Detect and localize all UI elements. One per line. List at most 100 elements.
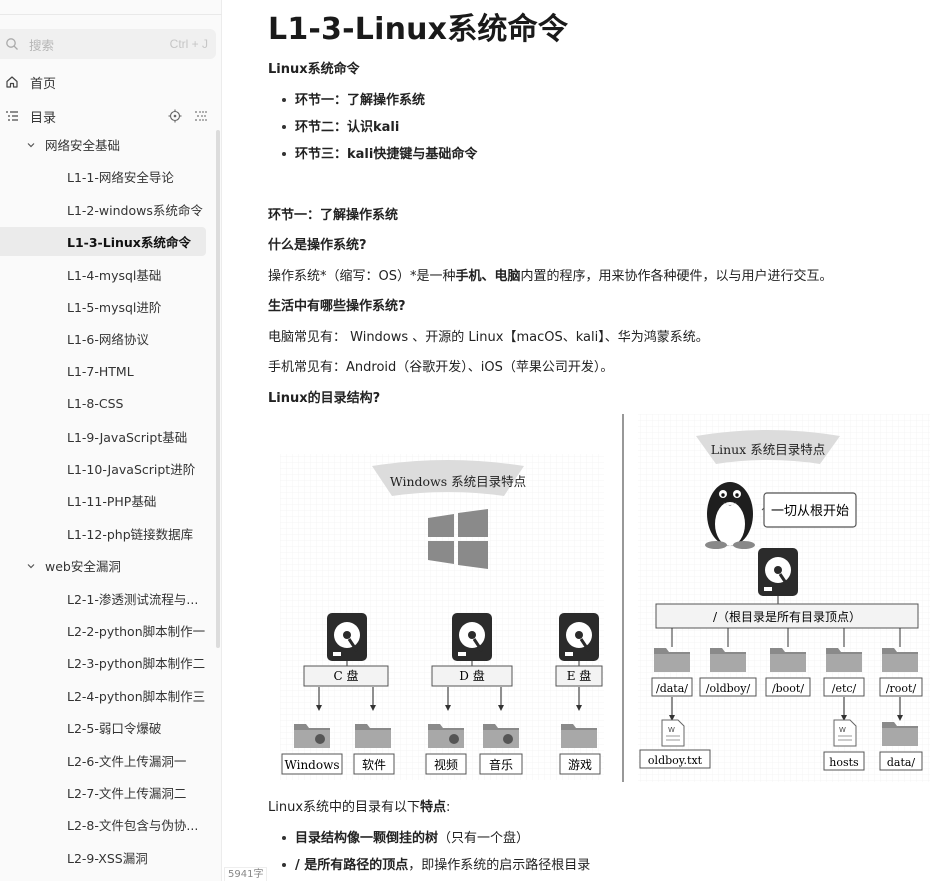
toc-item-label: L2-1-渗透测试流程与... [67, 591, 199, 607]
toc-item[interactable]: L1-1-网络安全导论 [0, 162, 206, 191]
locate-icon[interactable] [168, 109, 182, 123]
toc-item[interactable]: L2-3-python脚本制作二 [0, 648, 206, 677]
toc-item[interactable]: L1-11-PHP基础 [0, 486, 206, 515]
linux-dir-label: /etc/ [832, 682, 857, 695]
list-item: 环节二：认识kali [282, 116, 399, 135]
toc-item[interactable]: L1-2-windows系统命令 [0, 195, 206, 224]
outline-icon [6, 111, 18, 121]
toc-item[interactable]: L2-5-弱口令爆破 [0, 713, 206, 742]
linux-file-label: oldboy.txt [648, 754, 703, 767]
search-placeholder: 搜索 [29, 37, 55, 53]
toc-item[interactable]: L1-12-php链接数据库 [0, 519, 206, 548]
toc-item-label: L2-8-文件包含与伪协... [67, 818, 199, 834]
search-icon [6, 38, 18, 50]
toc-item-label: L2-5-弱口令爆破 [67, 721, 162, 737]
bullet-icon [282, 862, 286, 867]
folder-label: 音乐 [489, 757, 513, 772]
toc-item[interactable]: L2-1-渗透测试流程与... [0, 584, 206, 613]
disk-icon [450, 611, 494, 663]
toc-item-label: L1-8-CSS [67, 396, 124, 412]
linux-dir-label: /root/ [886, 682, 917, 695]
nav-toc[interactable]: 目录 [0, 102, 216, 130]
svg-text:W: W [668, 726, 675, 734]
toc-item-label: L1-11-PHP基础 [67, 494, 157, 510]
toc-item-label: L1-3-Linux系统命令 [67, 235, 191, 251]
nav-home-label: 首页 [30, 76, 57, 92]
file-icon: W [833, 719, 857, 747]
folder-label: Windows [284, 758, 339, 772]
drive-label: D 盘 [459, 668, 484, 683]
question-heading: Linux的目录结构? [268, 391, 381, 406]
page-title: L1-3-Linux系统命令 [268, 12, 569, 47]
disk-icon [325, 611, 369, 663]
toc-item[interactable]: L2-4-python脚本制作三 [0, 681, 206, 710]
paragraph: 手机常见有：Android（谷歌开发）、iOS（苹果公司开发）。 [268, 360, 614, 375]
nav-home[interactable]: 首页 [0, 68, 216, 96]
toc-item[interactable]: L1-8-CSS [0, 389, 206, 418]
sidebar: 搜索 Ctrl + J 首页 目录 [0, 0, 222, 881]
folder-label: 游戏 [568, 758, 592, 772]
bullet-icon [282, 97, 286, 102]
toc-item[interactable]: L1-6-网络协议 [0, 324, 206, 353]
linux-root-label: /（根目录是所有目录顶点） [713, 610, 861, 624]
list-item: 环节三：kali快捷键与基础命令 [282, 143, 477, 162]
toc-item-label: L2-7-文件上传漏洞二 [67, 786, 187, 801]
toc-item-label: L1-4-mysql基础 [67, 267, 162, 283]
toc-item[interactable]: L2-7-文件上传漏洞二 [0, 778, 206, 807]
toc-item[interactable]: L1-9-JavaScript基础 [0, 422, 206, 451]
toc-item[interactable]: L2-2-python脚本制作一 [0, 616, 206, 645]
toc-item-label: L1-7-HTML [67, 363, 134, 379]
toc-tools [168, 109, 208, 123]
question-heading: 什么是操作系统? [268, 238, 367, 253]
toc-item-label: L1-6-网络协议 [67, 332, 149, 348]
folder-label: 视频 [434, 757, 458, 772]
toc-group[interactable]: 网络安全基础 [0, 130, 206, 159]
disk-icon [557, 611, 601, 663]
linux-dir-label: /data/ [656, 682, 688, 695]
tux-icon [705, 482, 755, 549]
linux-file-label: data/ [887, 756, 916, 769]
toc-item-label: L1-5-mysql进阶 [67, 300, 162, 315]
toc-item-label: L2-4-python脚本制作三 [67, 688, 206, 704]
toc-item[interactable]: L1-4-mysql基础 [0, 260, 206, 289]
windows-banner: Windows 系统目录特点 [390, 474, 526, 489]
toc-group[interactable]: web安全漏洞 [0, 551, 206, 580]
chevron-down-icon[interactable] [26, 140, 36, 150]
linux-file-label: hosts [829, 756, 859, 769]
drive-label: C 盘 [334, 668, 359, 683]
list-item: / 是所有路径的顶点，即操作系统的启示路径根目录 [282, 854, 590, 873]
bullet-icon [282, 124, 286, 129]
toc-item-label: L1-10-JavaScript进阶 [67, 462, 196, 477]
toc-item[interactable]: L1-10-JavaScript进阶 [0, 454, 206, 483]
section-heading: 环节一：了解操作系统 [268, 208, 399, 223]
sidebar-divider [0, 14, 222, 15]
toc-item[interactable]: L1-3-Linux系统命令 [0, 227, 206, 257]
bullet-icon [282, 835, 286, 840]
toc-item-label: L2-3-python脚本制作二 [67, 656, 206, 672]
linux-banner: Linux 系统目录特点 [711, 442, 825, 457]
toc-item-label: L1-12-php链接数据库 [67, 526, 194, 542]
sidebar-scrollbar[interactable] [216, 130, 220, 648]
drive-label: E 盘 [567, 668, 592, 683]
toc-item[interactable]: L2-9-XSS漏洞 [0, 843, 206, 872]
svg-text:W: W [839, 726, 846, 734]
toc-item-label: L2-9-XSS漏洞 [67, 850, 148, 866]
question-heading: 生活中有哪些操作系统? [268, 299, 406, 314]
search-input[interactable]: 搜索 Ctrl + J [0, 29, 216, 59]
toc-item[interactable]: L1-7-HTML [0, 357, 206, 386]
intro-heading: Linux系统命令 [268, 62, 360, 77]
toc-item[interactable]: L1-5-mysql进阶 [0, 292, 206, 321]
file-icon: W [661, 719, 685, 747]
toc-item[interactable]: L2-6-文件上传漏洞一 [0, 746, 206, 775]
features-paragraph: Linux系统中的目录有以下特点: [268, 800, 451, 815]
definition-paragraph: 操作系统*（缩写：OS）*是一种手机、电脑内置的程序，用来协作各种硬件，以与用户… [268, 269, 833, 284]
search-shortcut: Ctrl + J [169, 37, 208, 51]
windows-logo-icon [428, 509, 488, 569]
toc-item-label: L2-2-python脚本制作一 [67, 624, 206, 639]
figure-canvas: Windows 系统目录特点 C 盘 D [280, 414, 930, 782]
chevron-down-icon[interactable] [26, 561, 36, 571]
collapse-all-icon[interactable] [194, 109, 208, 123]
toc-item-label: L1-9-JavaScript基础 [67, 429, 188, 445]
paragraph: 电脑常见有： Windows 、开源的 Linux【macOS、kali】、华为… [268, 330, 709, 345]
toc-item[interactable]: L2-8-文件包含与伪协... [0, 810, 206, 839]
